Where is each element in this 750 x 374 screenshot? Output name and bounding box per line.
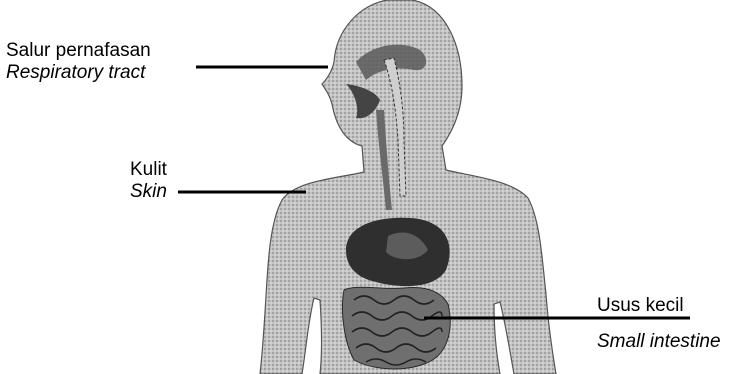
label-skin: Kulit Skin xyxy=(130,159,167,203)
label-intestine-malay: Usus kecil xyxy=(597,288,721,324)
label-skin-malay: Kulit xyxy=(130,159,167,181)
label-small-intestine: Usus kecil Small intestine xyxy=(597,288,721,360)
label-respiratory-malay: Salur pernafasan xyxy=(6,40,151,62)
label-respiratory-english: Respiratory tract xyxy=(6,62,151,84)
label-intestine-english: Small intestine xyxy=(597,324,721,360)
label-skin-english: Skin xyxy=(130,181,167,203)
label-respiratory-tract: Salur pernafasan Respiratory tract xyxy=(6,40,151,84)
